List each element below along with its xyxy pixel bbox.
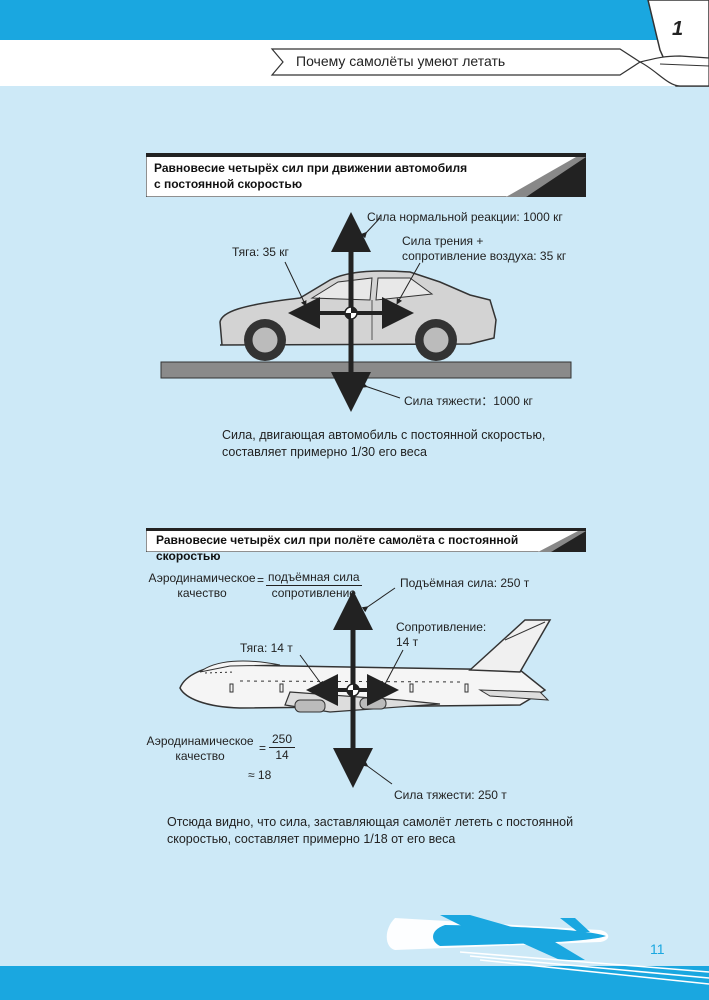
ground-road <box>160 361 572 379</box>
formula-fraction: подъёмная сила сопротивление <box>266 570 362 601</box>
plane-caption: Отсюда видно, что сила, заставляющая сам… <box>167 814 573 848</box>
plane-gravity-label: Сила тяжести: 250 т <box>394 788 507 802</box>
formula-denominator: сопротивление <box>271 586 356 600</box>
car-caption-line2: составляет примерно 1/30 его веса <box>222 445 427 459</box>
aero-quality-label: Аэродинамическое качество <box>148 571 256 601</box>
plane-drag-label-line1: Сопротивление: <box>396 620 487 634</box>
section-car-banner: Равновесие четырёх сил при движении авто… <box>146 153 586 197</box>
section-car-banner-line1: Равновесие четырёх сил при движении авто… <box>154 161 468 175</box>
car-friction-label: Сила трения + сопротивление воздуха: 35 … <box>402 234 566 264</box>
chapter-title-frame <box>270 0 709 87</box>
car-friction-label-line2: сопротивление воздуха: 35 кг <box>402 249 567 263</box>
calc-result: ≈ 18 <box>248 768 272 782</box>
section-car-banner-line2: с постоянной скоростью <box>154 177 303 191</box>
car-caption-line1: Сила, двигающая автомобиль с постоянной … <box>222 428 546 442</box>
aero-quality-calc-label: Аэродинамическое качество <box>146 734 254 764</box>
car-gravity-label: Сила тяжести：1000 кг <box>404 394 533 408</box>
section-plane-banner: Равновесие четырёх сил при полёте самолё… <box>146 528 586 563</box>
airplane-illustration <box>179 619 552 713</box>
aero-quality-calc-line2: качество <box>175 749 225 763</box>
plane-caption-line1: Отсюда видно, что сила, заставляющая сам… <box>167 815 574 829</box>
chapter-number: 1 <box>672 18 684 40</box>
calc-equals: = <box>259 741 267 755</box>
formula-numerator: подъёмная сила <box>266 570 362 586</box>
footer-airplane-icon <box>386 915 709 985</box>
plane-thrust-label: Тяга: 14 т <box>240 641 293 655</box>
formula-equals: = <box>257 573 265 587</box>
car-diagram <box>160 212 572 412</box>
calc-numerator: 250 <box>269 732 295 748</box>
section-plane-banner-text: Равновесие четырёх сил при полёте самолё… <box>156 533 519 563</box>
aero-quality-calc-line1: Аэродинамическое <box>146 734 254 748</box>
calc-fraction: 250 14 <box>269 732 295 763</box>
aero-quality-label-line2: качество <box>177 586 227 600</box>
aero-quality-label-line1: Аэродинамическое <box>148 571 256 585</box>
plane-drag-label: Сопротивление: 14 т <box>396 620 486 650</box>
plane-drag-label-line2: 14 т <box>396 635 419 649</box>
page-number: 11 <box>650 941 665 957</box>
plane-lift-label: Подъёмная сила: 250 т <box>400 576 530 590</box>
car-friction-label-line1: Сила трения + <box>402 234 484 248</box>
plane-diagram <box>179 587 552 788</box>
top-color-bar <box>0 0 709 40</box>
calc-denominator: 14 <box>275 748 289 762</box>
car-thrust-label: Тяга: 35 кг <box>232 245 289 259</box>
car-caption: Сила, двигающая автомобиль с постоянной … <box>222 427 545 461</box>
car-normal-force-label: Сила нормальной реакции: 1000 кг <box>367 210 563 224</box>
plane-caption-line2: скоростью, составляет примерно 1/18 от е… <box>167 832 456 846</box>
car-illustration <box>219 270 497 361</box>
chapter-title: Почему самолёты умеют летать <box>296 53 506 69</box>
